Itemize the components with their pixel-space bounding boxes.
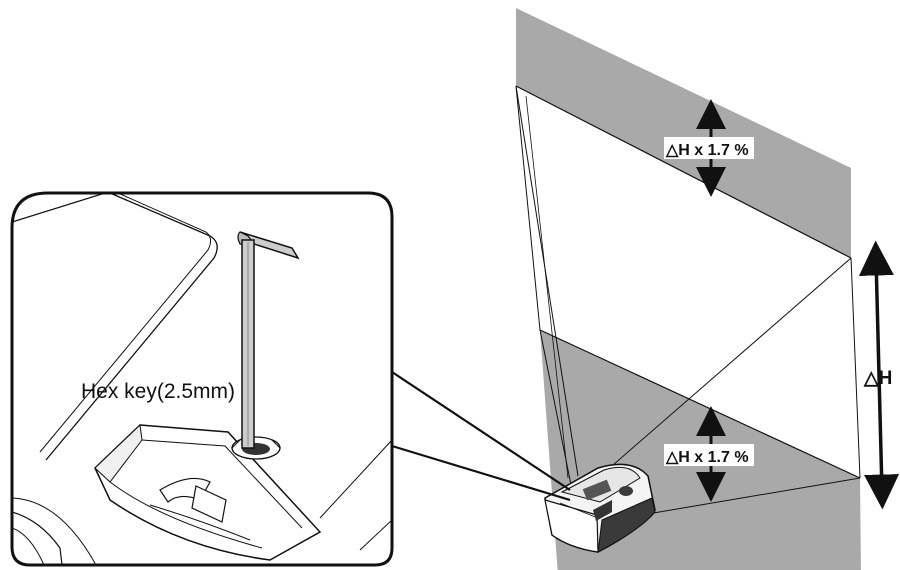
height-label: △H xyxy=(863,368,892,389)
bottom-offset-label: △H x 1.7 % xyxy=(665,449,749,466)
hex-key-detail-inset: Hex key(2.5mm) xyxy=(10,191,394,567)
projection-ray xyxy=(589,257,852,486)
top-offset-label: △H x 1.7 % xyxy=(665,142,749,159)
callout-line xyxy=(391,444,571,502)
hex-key-label: Hex key(2.5mm) xyxy=(81,380,235,403)
height-arrow xyxy=(858,240,900,510)
hex-key-icon xyxy=(237,231,300,449)
top-offset-band xyxy=(516,8,851,258)
projection-ray xyxy=(525,95,569,479)
projector-icon xyxy=(544,463,656,553)
callout-line xyxy=(391,371,571,491)
projection-ray xyxy=(515,85,579,477)
